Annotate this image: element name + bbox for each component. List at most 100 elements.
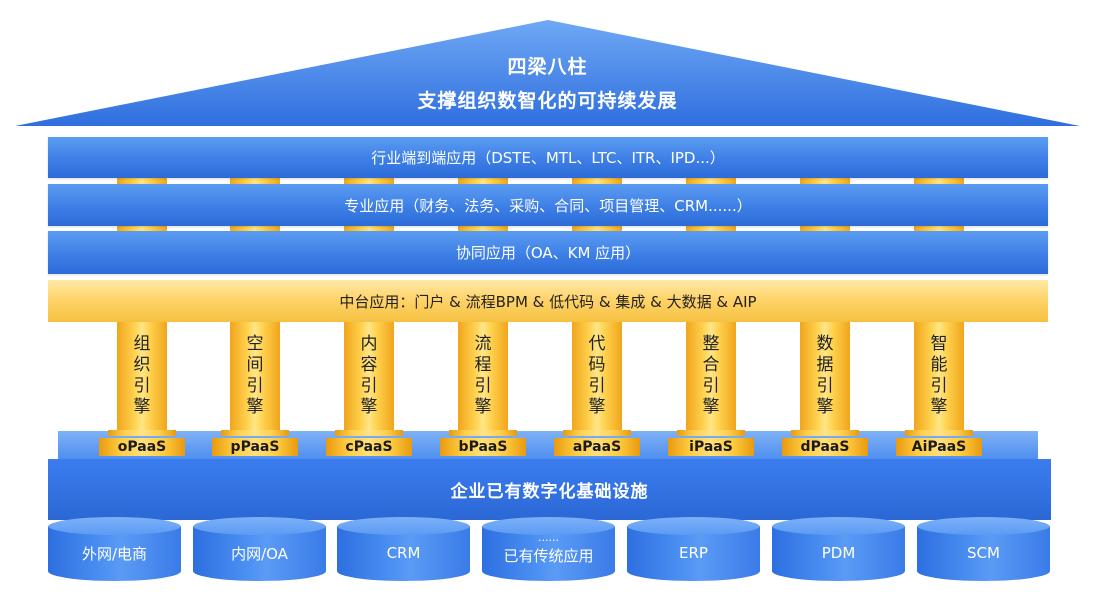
- pillar-char: 据: [816, 355, 834, 375]
- system-pdm: PDM: [772, 517, 905, 581]
- roof-title: 四梁八柱: [507, 56, 588, 78]
- pillar-stub: [572, 226, 622, 231]
- pillar-char: 擎: [474, 397, 492, 417]
- pillar-organization-engine: 组 织 引 擎: [117, 322, 167, 430]
- pillar-stub: [117, 226, 167, 231]
- pillar-cap: [335, 430, 403, 436]
- pillar-char: 空: [246, 334, 264, 354]
- band-middle-label: 中台应用：门户 & 流程BPM & 低代码 & 集成 & 大数据 & AIP: [339, 292, 757, 311]
- system-label: CRM: [386, 544, 421, 562]
- pillar-cap: [221, 430, 289, 436]
- band-middle-platform: 中台应用：门户 & 流程BPM & 低代码 & 集成 & 大数据 & AIP: [48, 280, 1048, 322]
- pillar-char: 流: [474, 334, 492, 354]
- system-label: 已有传统应用: [503, 546, 594, 565]
- system-label: 内网/OA: [231, 544, 288, 563]
- system-intranet-oa: 内网/OA: [193, 517, 326, 581]
- pillar-char: 整: [702, 334, 720, 354]
- pillar-char: 引: [474, 376, 492, 396]
- pillar-char: 引: [702, 376, 720, 396]
- pillar-char: 容: [360, 355, 378, 375]
- band-collaboration-label: 协同应用（OA、KM 应用）: [455, 244, 641, 262]
- pillar-stub: [230, 226, 280, 231]
- pillar-char: 引: [816, 376, 834, 396]
- pillar-cap: [449, 430, 517, 436]
- band-collaboration-apps: 协同应用（OA、KM 应用）: [48, 231, 1048, 274]
- pillar-cap: [791, 430, 859, 436]
- pillar-stub: [572, 178, 622, 184]
- pillar-char: 能: [930, 355, 948, 375]
- system-erp: ERP: [627, 517, 760, 581]
- pillar-char: 代: [588, 334, 606, 354]
- pillar-char: 擎: [816, 397, 834, 417]
- system-label: ERP: [679, 544, 708, 562]
- pillar-data-engine: 数 据 引 擎: [800, 322, 850, 430]
- band-e2e-label: 行业端到端应用（DSTE、MTL、LTC、ITR、IPD...）: [371, 149, 725, 167]
- pillar-space-engine: 空 间 引 擎: [230, 322, 280, 430]
- system-extranet-ecommerce: 外网/电商: [48, 517, 181, 581]
- paas-label-AiPaaS: AiPaaS: [896, 438, 982, 456]
- pillar-stub: [686, 226, 736, 231]
- pillar-stub: [914, 226, 964, 231]
- pillar-process-engine: 流 程 引 擎: [458, 322, 508, 430]
- paas-label-bPaaS: bPaaS: [440, 438, 526, 456]
- pillar-stub: [686, 178, 736, 184]
- band-e2e-apps: 行业端到端应用（DSTE、MTL、LTC、ITR、IPD...）: [48, 137, 1048, 178]
- pillar-cap: [563, 430, 631, 436]
- system-dots: ......: [538, 530, 559, 544]
- pillar-ai-engine: 智 能 引 擎: [914, 322, 964, 430]
- paas-label-oPaaS: oPaaS: [99, 438, 185, 456]
- pillar-char: 擎: [133, 397, 151, 417]
- pillar-stub: [800, 226, 850, 231]
- pillar-char: 引: [930, 376, 948, 396]
- pillar-char: 数: [816, 334, 834, 354]
- pillar-stub: [117, 178, 167, 184]
- base-infrastructure-label: 企业已有数字化基础设施: [450, 482, 649, 502]
- pillar-char: 智: [930, 334, 948, 354]
- pillar-char: 引: [588, 376, 606, 396]
- paas-label-iPaaS: iPaaS: [668, 438, 754, 456]
- band-professional-label: 专业应用（财务、法务、采购、合同、项目管理、CRM......）: [344, 196, 752, 215]
- system-label: SCM: [967, 544, 1000, 562]
- paas-label-cPaaS: cPaaS: [326, 438, 412, 456]
- system-scm: SCM: [917, 517, 1050, 581]
- pillar-stub: [344, 178, 394, 184]
- paas-label-dPaaS: dPaaS: [782, 438, 868, 456]
- roof-subtitle: 支撑组织数智化的可持续发展: [417, 90, 678, 112]
- pillar-char: 内: [360, 334, 378, 354]
- pillar-char: 引: [246, 376, 264, 396]
- pillar-char: 擎: [360, 397, 378, 417]
- system-label: 外网/电商: [81, 544, 148, 563]
- pillar-char: 擎: [588, 397, 606, 417]
- pillar-char: 擎: [930, 397, 948, 417]
- pillar-stub: [914, 178, 964, 184]
- pillar-cap: [905, 430, 973, 436]
- pillar-char: 码: [588, 355, 606, 375]
- system-label: PDM: [821, 544, 856, 562]
- pillar-char: 程: [474, 355, 492, 375]
- roof: [15, 20, 1080, 126]
- pillar-stub: [230, 178, 280, 184]
- paas-label-aPaaS: aPaaS: [554, 438, 640, 456]
- base-infrastructure: 企业已有数字化基础设施: [48, 459, 1051, 520]
- pillar-cap: [677, 430, 745, 436]
- base-top-slab: [58, 431, 1038, 459]
- pillar-char: 组: [133, 334, 151, 354]
- paas-label-pPaaS: pPaaS: [212, 438, 298, 456]
- pillar-cap: [108, 430, 176, 436]
- pillar-stub: [800, 178, 850, 184]
- system-crm: CRM: [337, 517, 470, 581]
- pillar-integration-engine: 整 合 引 擎: [686, 322, 736, 430]
- pillar-char: 织: [133, 355, 151, 375]
- pillar-char: 合: [702, 355, 720, 375]
- pillar-stub: [458, 226, 508, 231]
- pillar-char: 擎: [246, 397, 264, 417]
- pillar-code-engine: 代 码 引 擎: [572, 322, 622, 430]
- pillar-char: 引: [360, 376, 378, 396]
- pillar-stub: [458, 178, 508, 184]
- pillar-stub: [344, 226, 394, 231]
- pillar-char: 引: [133, 376, 151, 396]
- pillar-char: 间: [246, 355, 264, 375]
- system-legacy-apps: ...... 已有传统应用: [482, 517, 615, 581]
- pillar-char: 擎: [702, 397, 720, 417]
- pillar-content-engine: 内 容 引 擎: [344, 322, 394, 430]
